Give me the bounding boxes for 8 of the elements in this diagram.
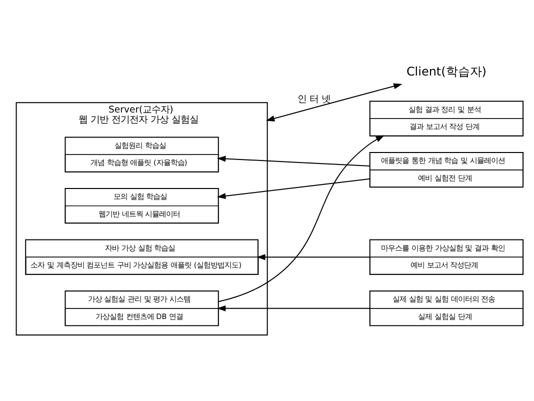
edge-label: 인 터 넷 (297, 94, 330, 106)
arrow (256, 254, 370, 260)
arrow (266, 83, 402, 122)
node-text: Client(학습자) (406, 64, 486, 79)
arrow (216, 178, 370, 199)
arrow (216, 305, 370, 312)
arrow (218, 135, 384, 302)
arrow (216, 156, 370, 167)
